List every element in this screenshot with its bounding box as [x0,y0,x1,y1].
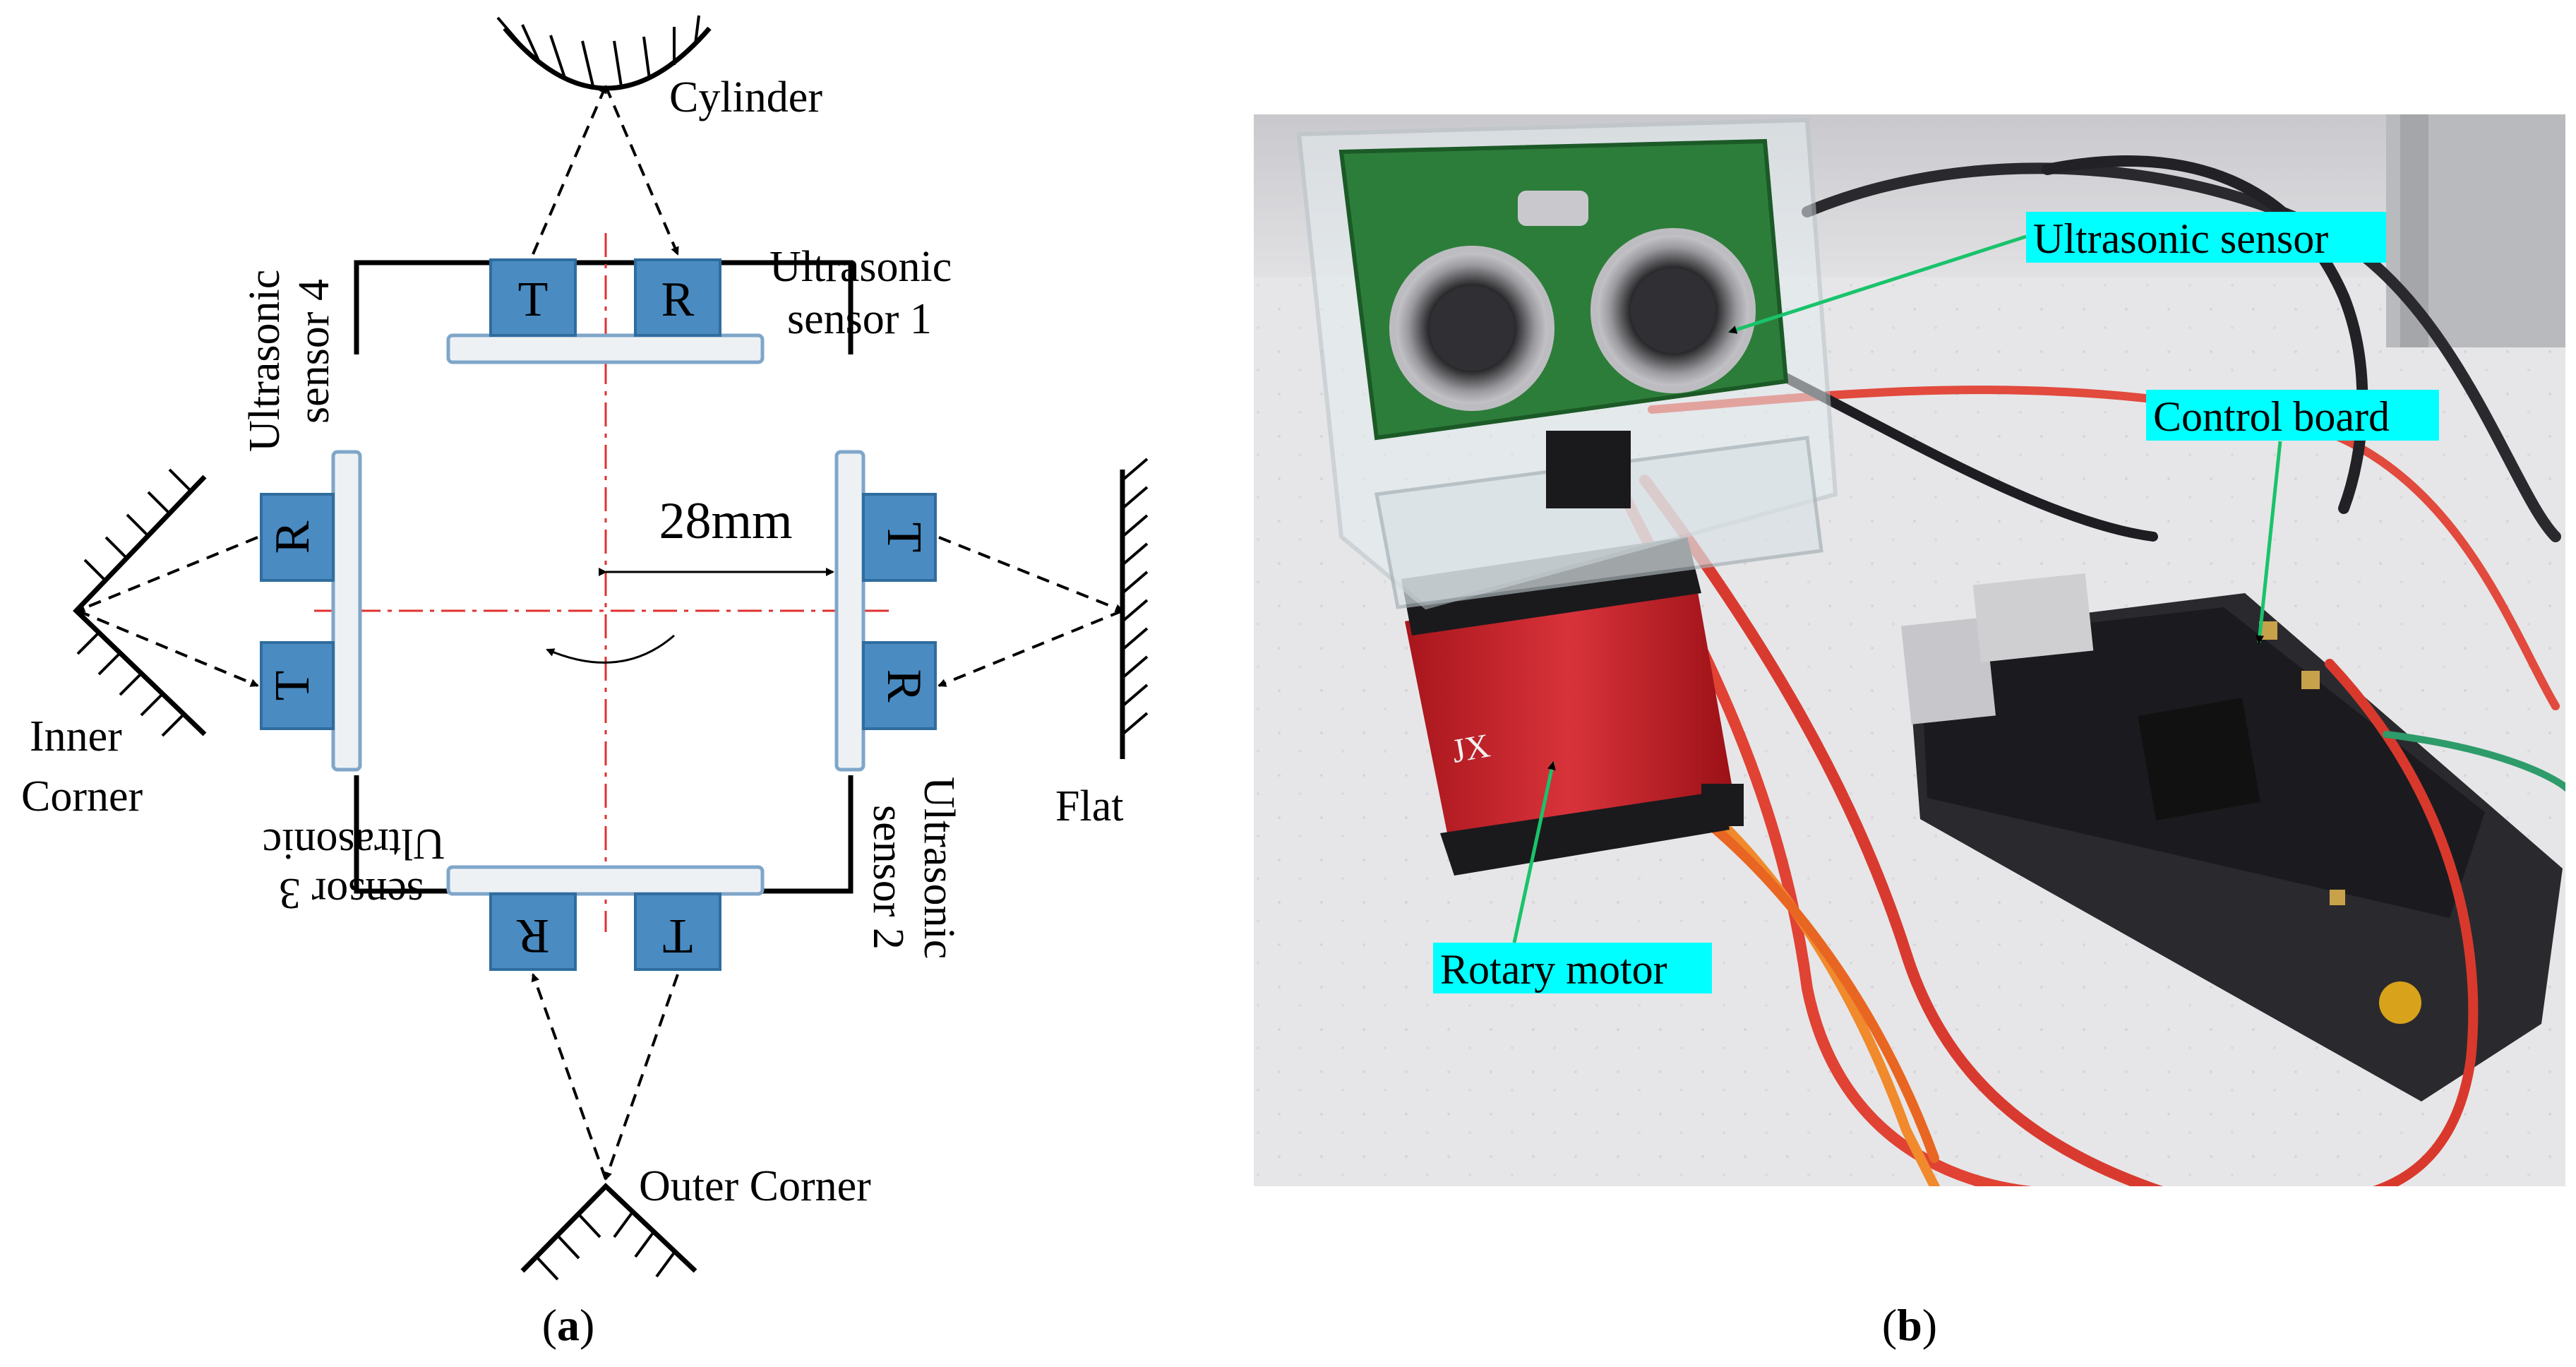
svg-text:R: R [265,520,320,554]
svg-text:sensor 4: sensor 4 [290,279,338,424]
sensor-4-label: Ultrasonic sensor 4 [241,270,338,452]
cylinder-label: Cylinder [669,73,822,121]
svg-text:Ultrasonic: Ultrasonic [915,777,963,959]
label-bg-rotary-motor [1433,943,1712,993]
control-board [1901,573,2563,1102]
sensor-3-receiver: R [489,893,577,971]
sensor-2-receiver: R [862,641,937,730]
sensor-4-board [331,450,362,772]
sensor-3-board [446,865,765,896]
transducers: T R R T R T T [260,258,937,971]
svg-text:Corner: Corner [21,772,143,820]
label-rotary-motor: Rotary motor [1440,946,1667,993]
echo-paths [76,85,1124,1181]
sensor-1-receiver: R [634,258,721,337]
inner-corner-target: Inner Corner [21,468,207,820]
sensor-4-receiver: R [260,493,335,582]
sensor-boards [331,333,865,896]
svg-text:R: R [661,273,695,327]
sensor-4-transmitter: T [260,641,335,730]
panel-b-photo: JX [1254,114,2565,1186]
flat-label: Flat [1055,782,1123,830]
flat-target: Flat [1055,458,1149,830]
svg-text:T: T [877,523,931,553]
svg-text:Ultrasonic: Ultrasonic [769,243,952,291]
cylinder-target: Cylinder [496,15,822,121]
svg-text:R: R [516,909,549,963]
svg-text:T: T [518,273,549,327]
svg-text:sensor 3: sensor 3 [279,869,424,917]
outer-corner-target: Outer Corner [520,1162,871,1281]
svg-text:Ultrasonic: Ultrasonic [241,270,289,452]
sensor-2-transmitter: T [862,493,937,582]
svg-text:T: T [265,671,320,701]
panel-a-diagram: 28mm T R R T [21,15,1149,1350]
rotation-arrow [546,634,675,664]
caption-b: (b) [1882,1300,1937,1350]
outer-corner-label: Outer Corner [639,1162,871,1210]
sensor-1-label: Ultrasonic sensor 1 [769,243,952,343]
sensor-1-board [446,333,765,364]
sensor-2-label: Ultrasonic sensor 2 [864,777,963,959]
dimension-label: 28mm [659,492,792,550]
label-bg-control-board [2146,390,2439,441]
pointer-control-board [2256,441,2282,644]
svg-text:T: T [663,909,693,963]
svg-text:JX: JX [1449,727,1493,770]
dimension-28mm: 28mm [599,492,834,576]
svg-text:sensor 2: sensor 2 [864,805,912,950]
sensor-2-board [834,450,865,772]
ultrasonic-sensor-module [1338,138,1789,508]
photo-annotations: Ultrasonic sensor Control board Rotary m… [1433,212,2439,993]
sensor-3-label: Ultrasonic sensor 3 [263,820,445,917]
svg-text:sensor 1: sensor 1 [787,295,932,343]
svg-text:Ultrasonic: Ultrasonic [263,820,445,868]
pointer-rotary-motor [1512,761,1556,943]
label-control-board: Control board [2153,393,2390,440]
label-bg-ultrasonic [2026,212,2386,263]
pointer-ultrasonic [1728,234,2027,334]
label-ultrasonic-sensor: Ultrasonic sensor [2033,215,2328,262]
sensor-3-transmitter: T [634,893,721,971]
caption-a: (a) [542,1300,595,1350]
sensor-1-transmitter: T [489,258,577,337]
svg-text:Inner: Inner [30,712,122,760]
svg-text:R: R [877,669,931,703]
